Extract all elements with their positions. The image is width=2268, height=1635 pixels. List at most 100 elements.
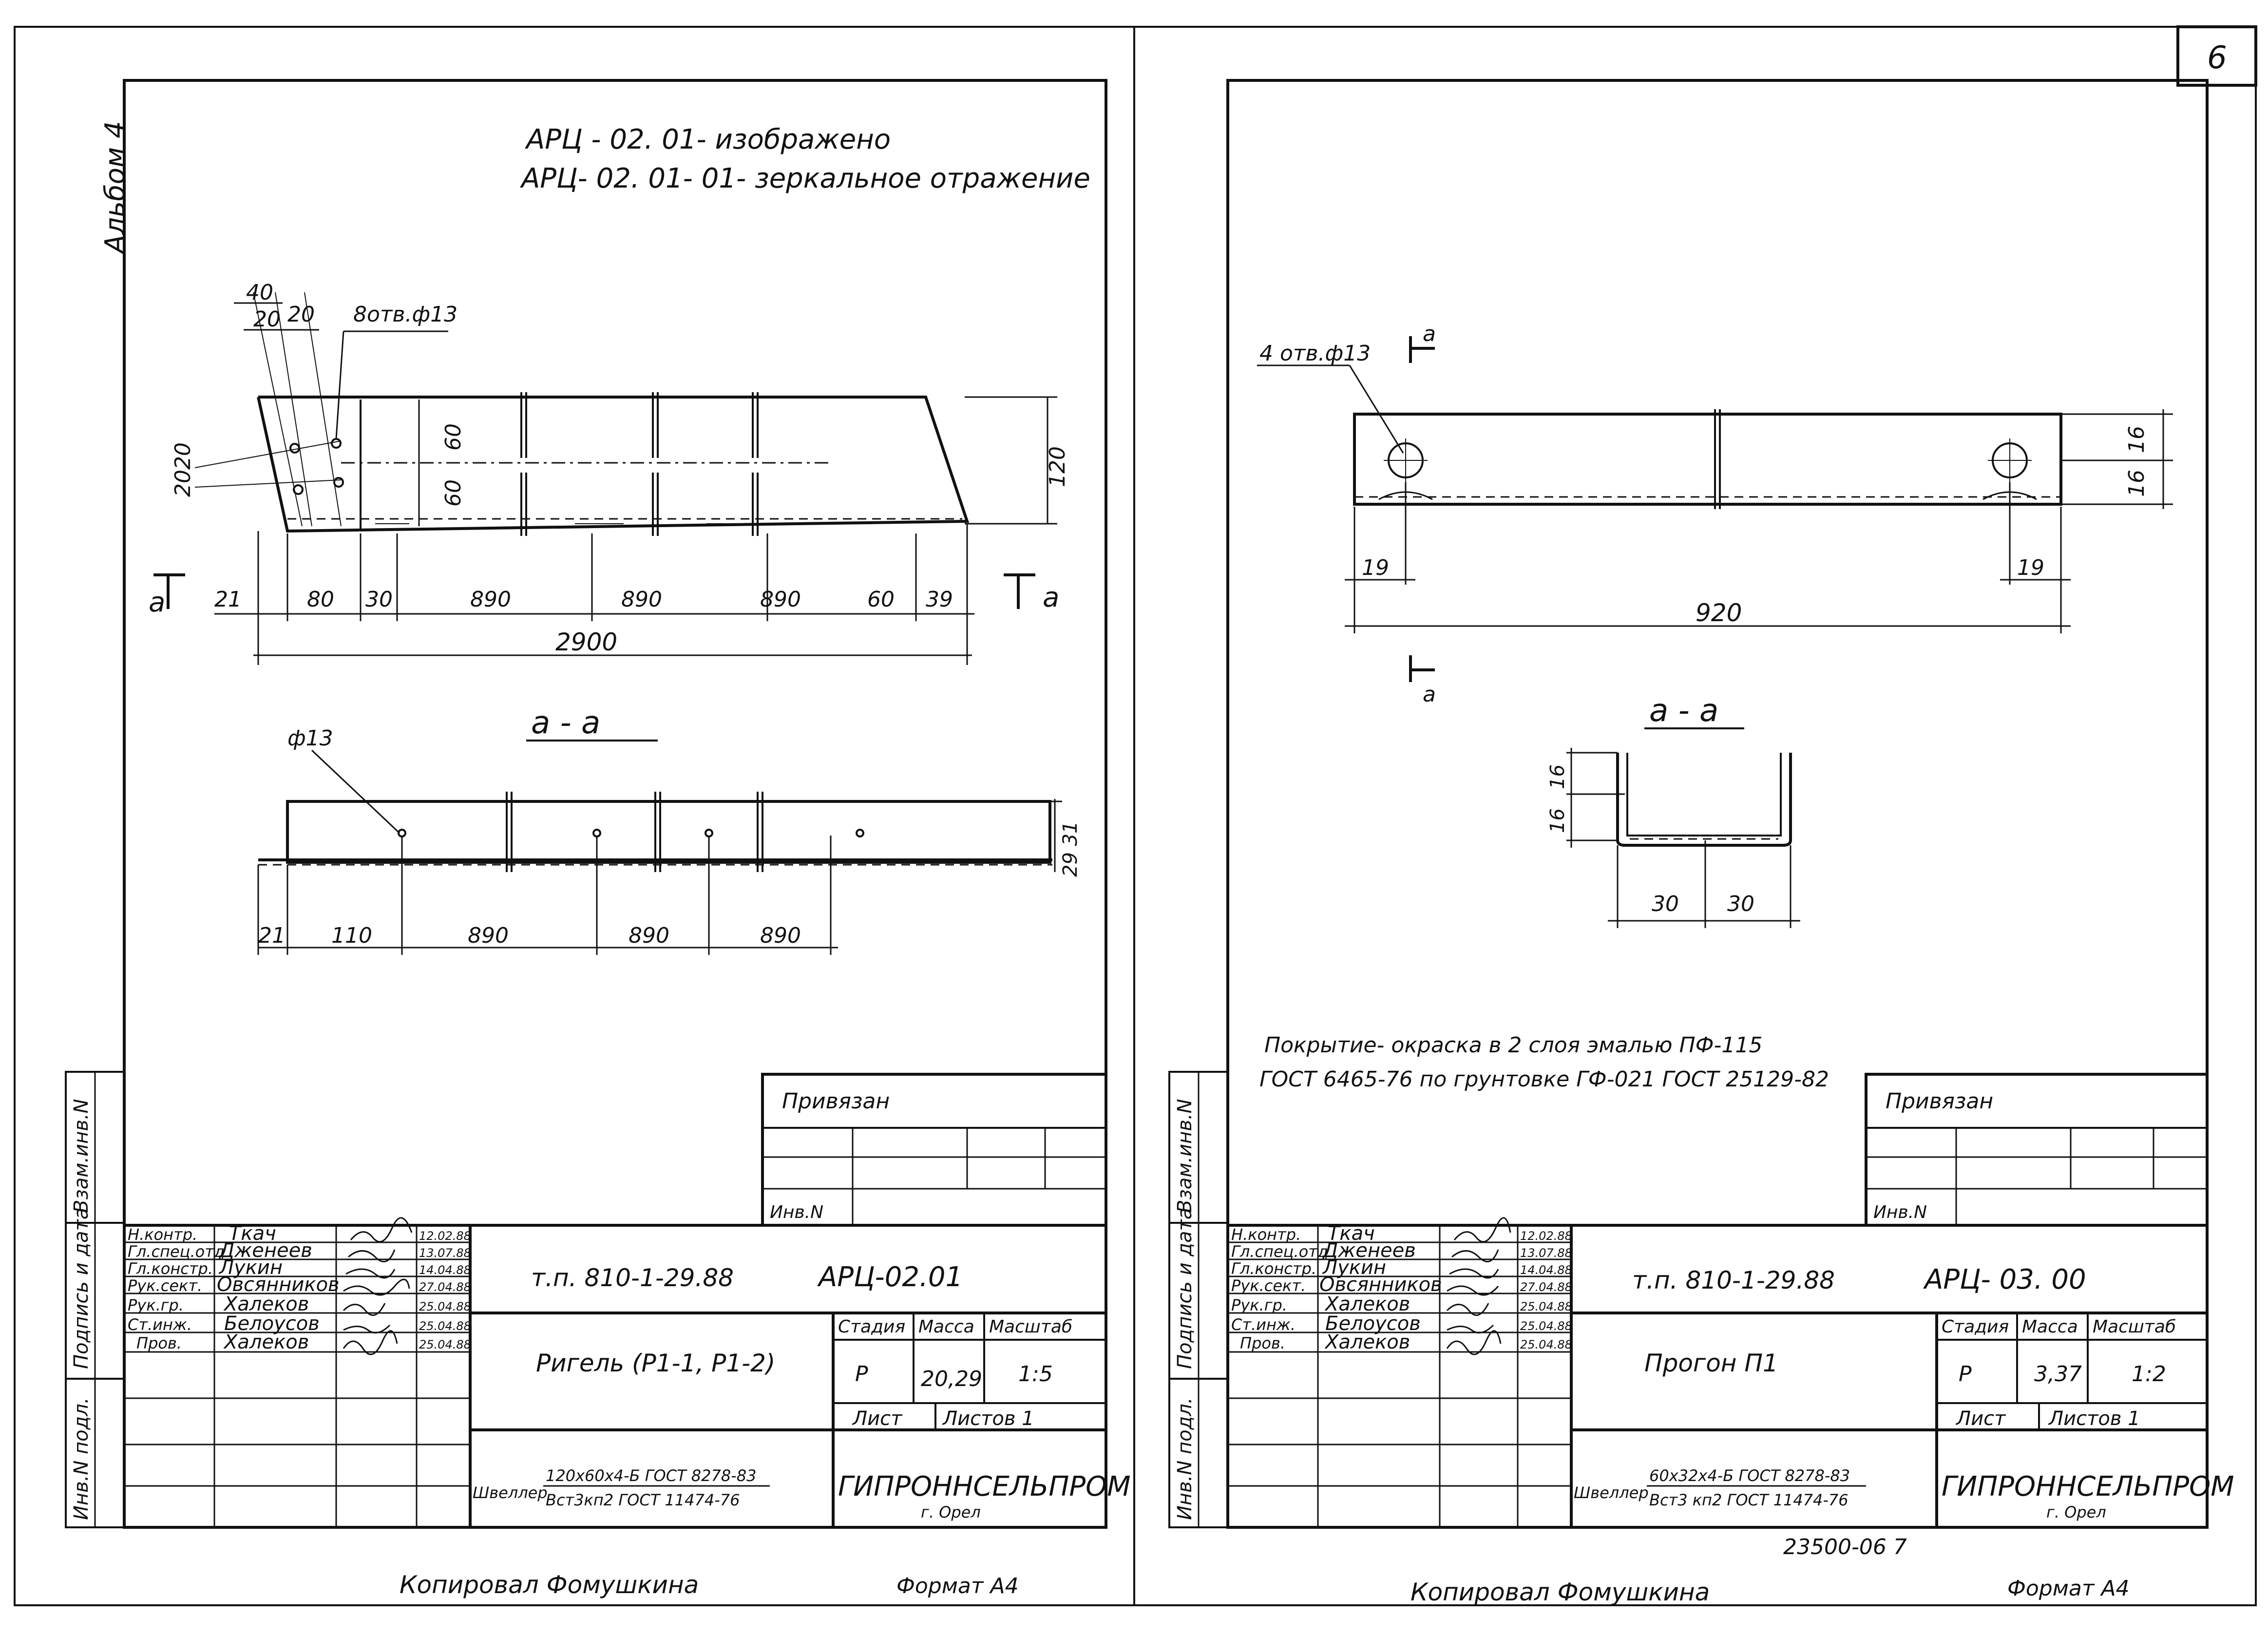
right-stamp-original-inv: Инв.N подл. [1174,1397,1196,1520]
right-stamp-signature-date: Подпись и дата [1174,1208,1196,1369]
right-signature-scribbles [1446,1217,1511,1355]
left-signer-role-0: Н.контр. [128,1225,197,1244]
left-org: ГИПРОННСЕЛЬПРОМ [838,1471,1131,1502]
left-signer-role-3: Рук.сект. [128,1276,202,1295]
right-city: г. Орел [2046,1503,2106,1521]
right-section-mark-bottom: а [1423,682,1436,707]
right-stage: Р [1959,1362,1972,1387]
right-signer-name-3: Овсянников [1319,1274,1442,1296]
left-stamp-original-inv: Инв.N подл. [70,1397,93,1520]
left-stamp-signature-date: Подпись и дата [70,1208,93,1369]
left-section-height: 29 31 [1059,821,1082,877]
right-signer-role-6: Пров. [1240,1334,1285,1352]
right-material-line-1: 60х32х4-Б ГОСТ 8278-83 [1649,1466,1850,1485]
right-signer-name-4: Халеков [1324,1293,1410,1315]
right-signer-name-1: Дженеев [1322,1239,1416,1262]
left-signer-date-2: 14.04.88 [419,1263,471,1277]
left-dim-60a: 60 [441,423,466,451]
left-signer-role-6: Пров. [136,1334,182,1352]
right-section-dim-30b: 30 [1727,892,1754,916]
left-dim-890b: 890 [621,587,662,612]
left-sec-dim-890a: 890 [468,923,509,948]
right-total-length: 920 [1696,599,1742,627]
right-section-dim-30a: 30 [1652,892,1679,916]
right-sheets-label: Листов 1 [2048,1407,2140,1430]
left-material-prefix: Швеллер [473,1483,548,1502]
album-label: Альбом 4 [99,121,131,255]
left-signer-name-4: Халеков [223,1293,309,1315]
left-doc-code: т.п. 810-1-29.88 [531,1264,734,1292]
left-total-length: 2900 [555,628,617,656]
right-channel-section [1616,753,1792,847]
left-signer-name-2: Лукин [218,1256,283,1279]
left-signer-date-0: 12.02.88 [419,1229,471,1243]
page-frame [14,25,2257,1606]
right-dim-16b: 16 [2124,470,2149,497]
left-dim-39: 39 [926,587,953,612]
right-copied-by: Копировал Фомушкина [1410,1578,1710,1606]
right-dim-19-left: 19 [1362,555,1389,580]
right-stamp-replace-inv: Взам.инв.N [1174,1099,1196,1213]
left-signer-name-6: Халеков [223,1331,309,1353]
left-stage-header: Стадия [838,1317,905,1337]
right-tie-label: Привязан [1886,1089,1993,1114]
right-title-block [1226,1224,2209,1529]
left-dim-890a: 890 [470,587,511,612]
left-holes-note: 8отв.ф13 [353,302,457,327]
left-title-block [123,1224,1107,1529]
left-scale-header: Масштаб [989,1317,1072,1337]
right-signer-role-0: Н.контр. [1231,1225,1301,1244]
left-sheet-label: Лист [852,1407,903,1430]
right-section-mark-top: а [1423,322,1436,346]
left-dim-890c: 890 [760,587,801,612]
left-mark: АРЦ-02.01 [817,1261,963,1293]
left-material-line-2: Вст3кп2 ГОСТ 11474-76 [546,1491,740,1509]
left-signers: Н.контр. Ткач 12.02.88 Гл.спец.отд Джене… [128,1217,471,1355]
left-city: г. Орел [921,1503,981,1521]
left-dim-30: 30 [365,587,393,612]
left-dim-60b: 60 [441,479,466,507]
right-signer-date-0: 12.02.88 [1520,1229,1572,1243]
right-signer-date-6: 25.04.88 [1520,1338,1572,1351]
left-signer-name-3: Овсянников [217,1274,340,1296]
left-signer-name-0: Ткач [229,1222,276,1245]
left-copied-by: Копировал Фомушкина [400,1571,699,1599]
left-dim-40: 40 [246,280,273,305]
right-signer-role-5: Ст.инж. [1231,1315,1296,1334]
left-beam-plan-view [194,292,970,536]
right-section-dim-16b: 16 [1546,808,1569,833]
right-mass: 3,37 [2034,1362,2082,1387]
left-scale: 1:5 [1018,1362,1053,1387]
left-mass-header: Масса [918,1317,974,1337]
left-format: Формат А4 [896,1574,1019,1598]
right-signer-date-4: 25.04.88 [1520,1300,1572,1313]
left-signer-date-6: 25.04.88 [419,1338,471,1351]
right-signer-date-5: 25.04.88 [1520,1319,1572,1333]
right-scale: 1:2 [2132,1362,2166,1387]
right-holes-note: 4 отв.ф13 [1259,341,1371,366]
right-side-stamp: Взам.инв.N Подпись и дата Инв.N подл. [1168,1071,1229,1528]
left-hole-label: ф13 [287,726,333,751]
right-dim-19-right: 19 [2017,555,2044,580]
left-dim-120: 120 [1045,446,1070,487]
right-signer-name-0: Ткач [1328,1222,1375,1245]
left-dim-60: 60 [867,587,895,612]
right-signer-date-3: 27.04.88 [1520,1280,1572,1294]
left-sec-dim-21: 21 [258,923,286,948]
right-material-line-2: Вст3 кп2 ГОСТ 11474-76 [1649,1491,1849,1509]
left-dim-21: 21 [214,587,242,612]
left-section-title: а - а [531,705,600,741]
right-title: Прогон П1 [1644,1349,1778,1377]
right-inv-label: Инв.N [1873,1202,1927,1222]
left-section-view [258,792,1052,872]
left-note-1: АРЦ - 02. 01- изображено [525,124,891,155]
right-signer-role-2: Гл.констр. [1231,1259,1316,1278]
left-tie-label: Привязан [782,1089,890,1114]
left-sheet: Взам.инв.N Подпись и дата Инв.N подл. АР… [65,79,1131,1599]
right-section-dim-16a: 16 [1546,764,1569,789]
left-title: Ригель (Р1-1, Р1-2) [536,1349,775,1377]
right-purlin-view [1353,409,2062,509]
left-signer-role-4: Рук.гр. [128,1296,184,1314]
left-side-stamp: Взам.инв.N Подпись и дата Инв.N подл. [65,1071,125,1528]
